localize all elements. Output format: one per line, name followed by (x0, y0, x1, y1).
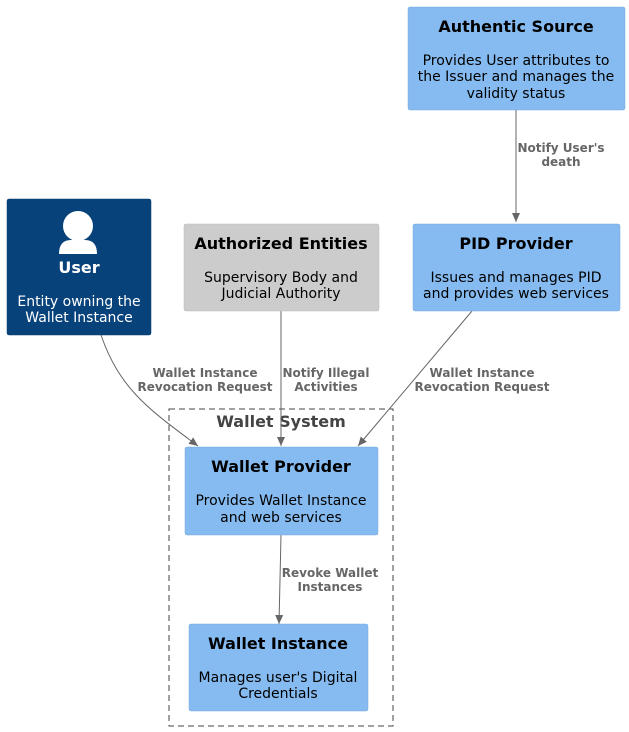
node-desc-line2: and provides web services (423, 286, 609, 302)
node-title: User (58, 258, 99, 277)
edge-label-line2: Revocation Request (138, 380, 273, 394)
edge-label-line2: death (541, 155, 580, 169)
node-desc-line1: Manages user's Digital (199, 670, 358, 686)
edge-label-line1: Notify User's (517, 141, 604, 155)
node-desc-line1: Supervisory Body and (204, 270, 358, 286)
node-desc-line1: Provides User attributes to (423, 53, 610, 69)
node-title: Authorized Entities (194, 234, 367, 253)
edge-authorized-entities-to-wallet-provider: Notify Illegal Activities (277, 311, 370, 446)
node-desc-line2: Judicial Authority (220, 286, 340, 302)
edge-authentic-source-to-pid-provider: Notify User's death (512, 110, 605, 222)
edge-label-line1: Revoke Wallet (282, 566, 379, 580)
wallet-provider-box[interactable]: Wallet Provider Provides Wallet Instance… (184, 446, 379, 536)
node-desc-line3: validity status (467, 86, 566, 102)
node-desc-line1: Issues and manages PID (430, 270, 601, 286)
wallet-instance-box[interactable]: Wallet Instance Manages user's Digital C… (188, 623, 369, 712)
user-box[interactable]: User Entity owning the Wallet Instance (6, 198, 152, 336)
pid-provider-box[interactable]: PID Provider Issues and manages PID and … (412, 223, 621, 312)
node-title: Wallet Instance (208, 634, 348, 653)
authentic-source-box[interactable]: Authentic Source Provides User attribute… (407, 6, 626, 111)
node-title: Wallet Provider (211, 457, 351, 476)
node-desc-line2: Credentials (238, 686, 317, 702)
edge-label-line2: Revocation Request (415, 380, 550, 394)
node-title: Authentic Source (438, 17, 594, 36)
edge-label-line1: Wallet Instance (430, 366, 535, 380)
node-title: PID Provider (459, 234, 572, 253)
node-desc-line1: Entity owning the (17, 294, 140, 310)
authorized-entities-box[interactable]: Authorized Entities Supervisory Body and… (183, 223, 380, 312)
node-desc-line2: the Issuer and manages the (418, 69, 615, 85)
edge-label-line2: Activities (294, 380, 357, 394)
person-icon (59, 211, 97, 254)
edge-label-line1: Wallet Instance (153, 366, 258, 380)
node-desc-line1: Provides Wallet Instance (195, 493, 366, 509)
edge-pid-provider-to-wallet-provider: Wallet Instance Revocation Request (357, 310, 550, 447)
edge-user-to-wallet-provider: Wallet Instance Revocation Request (100, 334, 273, 447)
edge-label-line1: Notify Illegal (283, 366, 370, 380)
node-desc-line2: and web services (220, 510, 342, 526)
edge-wallet-provider-to-wallet-instance: Revoke Wallet Instances (275, 534, 379, 625)
edge-label-line2: Instances (298, 580, 363, 594)
node-desc-line2: Wallet Instance (25, 310, 132, 326)
